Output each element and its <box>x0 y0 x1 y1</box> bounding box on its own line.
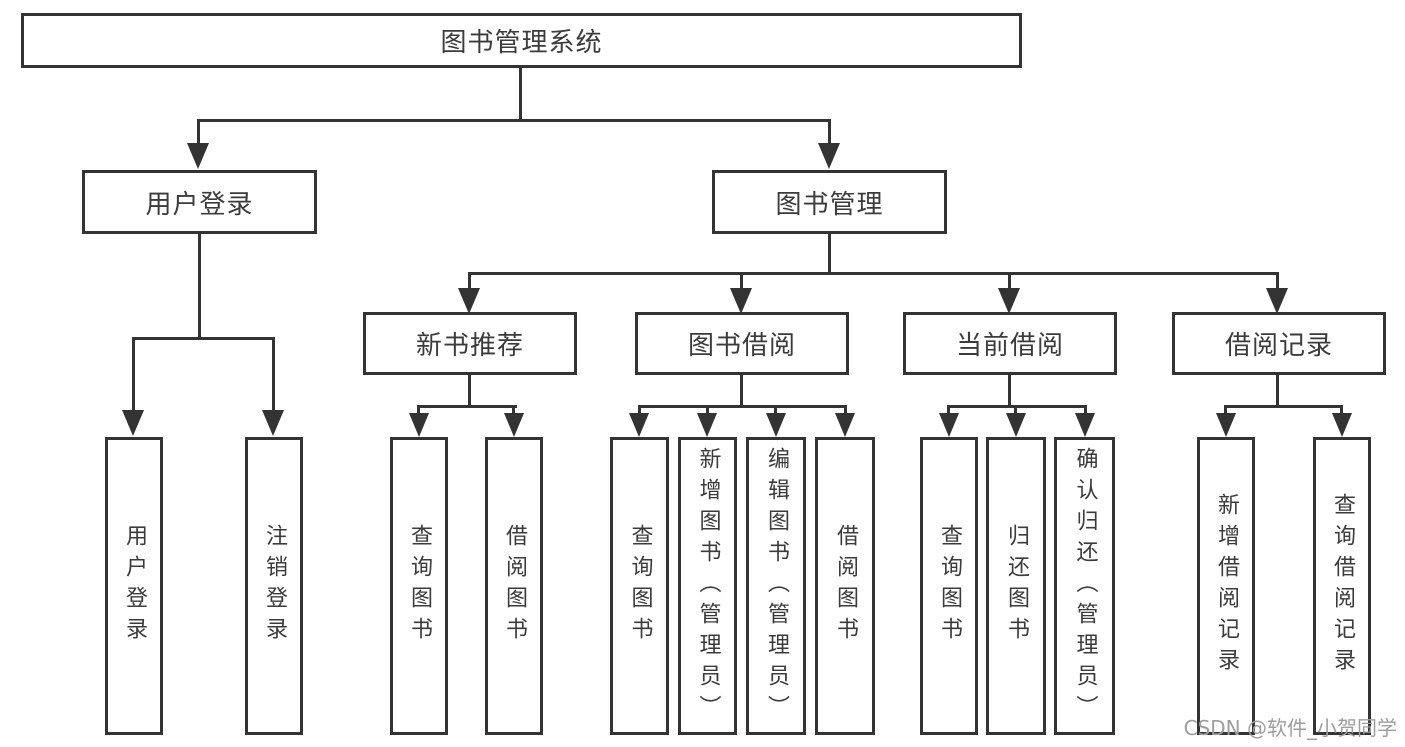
connector-line <box>844 405 847 415</box>
connector-line <box>638 405 641 415</box>
connector-line <box>197 119 200 145</box>
connector-line <box>272 337 275 412</box>
node-borrow-records: 借阅记录 <box>1172 312 1386 375</box>
arrowhead-icon <box>262 410 284 436</box>
node-leaf-query-books-recommend: 查询图书 <box>390 437 448 735</box>
arrowhead-icon <box>1266 288 1288 314</box>
connector-line <box>417 405 517 408</box>
connector-line <box>1276 375 1279 405</box>
arrowhead-icon <box>766 413 786 437</box>
node-leaf-return-books: 归还图书 <box>986 437 1046 735</box>
connector-line <box>1014 405 1017 415</box>
node-leaf-query-books-current: 查询图书 <box>920 437 978 735</box>
arrowhead-icon <box>730 288 752 314</box>
connector-line <box>774 405 777 415</box>
connector-line <box>468 272 471 292</box>
connector-line <box>417 405 420 415</box>
connector-line <box>1224 405 1227 415</box>
connector-line <box>512 405 515 415</box>
node-leaf-borrow-books-recommend: 借阅图书 <box>485 437 543 735</box>
arrowhead-icon <box>629 413 649 437</box>
arrowhead-icon <box>998 288 1020 314</box>
connector-line <box>947 405 950 415</box>
node-leaf-borrow-books: 借阅图书 <box>815 437 875 735</box>
arrowhead-icon <box>1216 413 1236 437</box>
connector-line <box>740 375 743 405</box>
arrowhead-icon <box>939 413 959 437</box>
node-leaf-add-borrow-record: 新增借阅记录 <box>1197 437 1255 735</box>
arrowhead-icon <box>1006 413 1026 437</box>
node-book-management: 图书管理 <box>712 170 947 234</box>
arrowhead-icon <box>122 410 144 436</box>
connector-line <box>132 337 135 412</box>
node-leaf-query-books-borrow: 查询图书 <box>610 437 669 735</box>
node-current-borrow: 当前借阅 <box>903 312 1117 375</box>
connector-line <box>828 119 831 145</box>
arrowhead-icon <box>504 413 524 437</box>
connector-line <box>740 272 743 292</box>
arrowhead-icon <box>1332 413 1352 437</box>
connector-line <box>197 119 831 122</box>
connector-line <box>706 405 709 415</box>
connector-line <box>519 68 522 119</box>
connector-line <box>1340 405 1343 415</box>
node-leaf-edit-books-admin: 编辑图书（管理员） <box>746 437 806 735</box>
arrowhead-icon <box>187 143 209 169</box>
arrowhead-icon <box>1075 413 1095 437</box>
connector-line <box>638 405 847 408</box>
connector-line <box>198 234 201 337</box>
arrowhead-icon <box>818 143 840 169</box>
connector-line <box>468 375 471 405</box>
connector-line <box>1224 405 1343 408</box>
connector-line <box>828 234 831 272</box>
node-new-book-recommend: 新书推荐 <box>363 312 577 375</box>
connector-line <box>1008 272 1011 292</box>
arrowhead-icon <box>697 413 717 437</box>
node-leaf-confirm-return-admin: 确认归还（管理员） <box>1054 437 1115 735</box>
arrowhead-icon <box>458 288 480 314</box>
connector-line <box>132 337 275 340</box>
csdn-watermark: CSDN @软件_小贺同学 <box>1183 716 1397 740</box>
connector-line <box>1008 375 1011 405</box>
node-leaf-add-books-admin: 新增图书（管理员） <box>678 437 737 735</box>
node-leaf-logout: 注销登录 <box>245 437 303 735</box>
node-user-login: 用户登录 <box>82 170 317 234</box>
arrowhead-icon <box>409 413 429 437</box>
connector-line <box>1084 405 1087 415</box>
node-root: 图书管理系统 <box>21 13 1022 68</box>
arrowhead-icon <box>835 413 855 437</box>
connector-line <box>468 272 1279 275</box>
node-leaf-query-borrow-record: 查询借阅记录 <box>1313 437 1371 735</box>
node-leaf-user-login: 用户登录 <box>105 437 163 735</box>
connector-line <box>947 405 1087 408</box>
connector-line <box>1276 272 1279 292</box>
node-book-borrow: 图书借阅 <box>635 312 849 375</box>
